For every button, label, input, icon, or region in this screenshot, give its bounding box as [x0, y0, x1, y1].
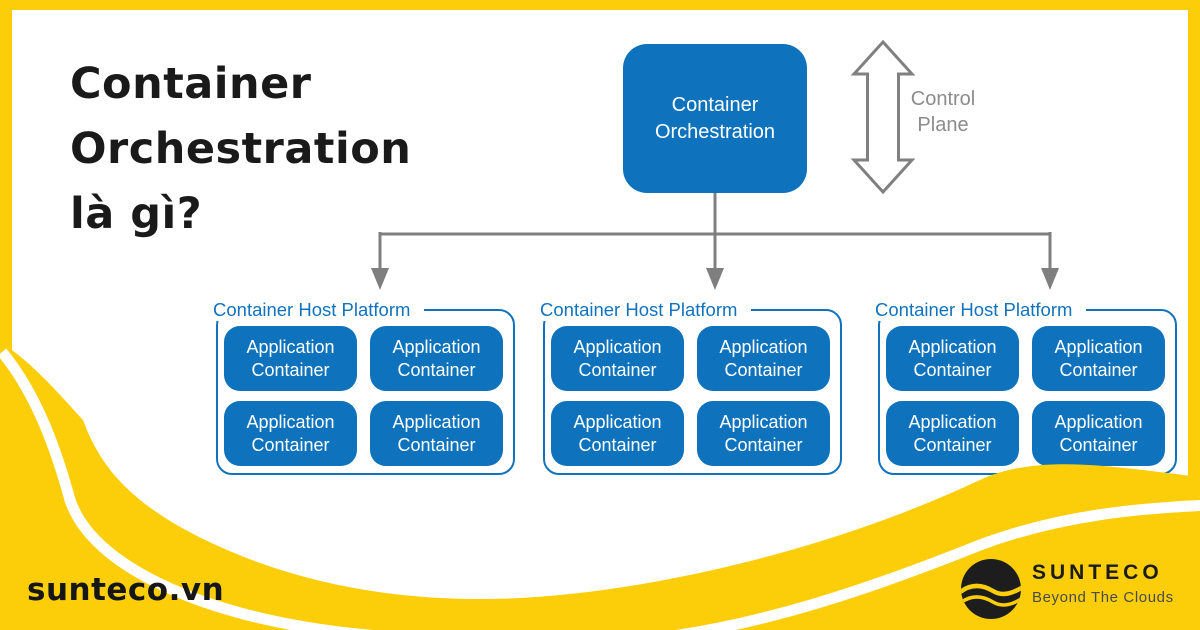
app-container-box: Application Container — [697, 326, 830, 391]
app-container-box: Application Container — [886, 326, 1019, 391]
orchestrator-label: Container Orchestration — [654, 93, 776, 143]
connector-lines — [371, 193, 1059, 290]
brand-tagline: Beyond The Clouds — [1032, 589, 1174, 606]
host-platform-box: Container Host Platform Application Cont… — [540, 299, 842, 475]
app-container-grid: Application Container Application Contai… — [224, 326, 503, 466]
app-container-box: Application Container — [551, 401, 684, 466]
app-container-box: Application Container — [224, 326, 357, 391]
host-platform-box: Container Host Platform Application Cont… — [213, 299, 515, 475]
app-container-box: Application Container — [224, 401, 357, 466]
host-platform-label: Container Host Platform — [540, 299, 752, 321]
orchestrator-node: Container Orchestration — [623, 44, 807, 193]
app-container-grid: Application Container Application Contai… — [886, 326, 1165, 466]
page-title-line1: Container — [70, 59, 312, 109]
app-container-box: Application Container — [551, 326, 684, 391]
app-container-box: Application Container — [1032, 326, 1165, 391]
page-title: Container Orchestration là gì? — [70, 52, 411, 247]
sunteco-logo-icon — [961, 559, 1021, 619]
app-container-box: Application Container — [886, 401, 1019, 466]
page-title-line3: là gì? — [70, 189, 203, 239]
app-container-box: Application Container — [370, 326, 503, 391]
app-container-grid: Application Container Application Contai… — [551, 326, 830, 466]
control-plane-arrow-icon — [850, 40, 916, 194]
brand-name: SUNTECO — [1032, 561, 1163, 584]
control-plane-label: Control Plane — [910, 88, 976, 136]
host-platform-label: Container Host Platform — [213, 299, 425, 321]
website-url: sunteco.vn — [27, 572, 225, 608]
app-container-box: Application Container — [697, 401, 830, 466]
host-platform-box: Container Host Platform Application Cont… — [875, 299, 1177, 475]
host-platform-label: Container Host Platform — [875, 299, 1087, 321]
footer-wave-decoration — [0, 342, 1200, 630]
page-title-line2: Orchestration — [70, 124, 412, 174]
app-container-box: Application Container — [370, 401, 503, 466]
app-container-box: Application Container — [1032, 401, 1165, 466]
